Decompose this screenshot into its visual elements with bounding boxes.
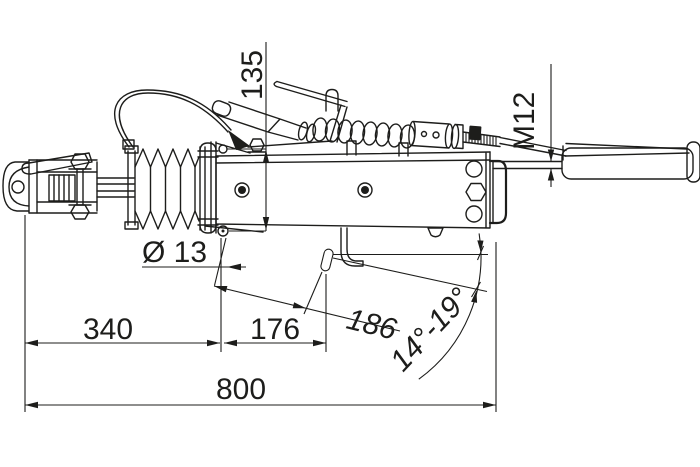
dim-hole-diameter-label: Ø 13 bbox=[142, 236, 207, 269]
dim-176: 176 bbox=[224, 274, 327, 352]
dim-186: 186 bbox=[213, 271, 401, 347]
dim-hole-diameter: Ø 13 bbox=[142, 236, 246, 352]
breakaway-cable bbox=[113, 89, 232, 148]
hand-lever-grip bbox=[492, 141, 700, 183]
dimension-annotations: 135 M12 Ø 13 340 176 bbox=[24, 42, 555, 412]
front-bracket bbox=[197, 138, 267, 234]
bellows bbox=[122, 139, 200, 230]
dim-135: 135 bbox=[227, 42, 270, 232]
dim-135-label: 135 bbox=[236, 50, 269, 100]
dim-340-label: 340 bbox=[83, 313, 133, 346]
dim-176-label: 176 bbox=[250, 313, 300, 346]
dim-800: 800 bbox=[25, 242, 497, 412]
housing bbox=[204, 140, 508, 272]
dim-m12-label: M12 bbox=[508, 92, 541, 150]
handbrake-lever bbox=[211, 80, 567, 157]
dim-800-label: 800 bbox=[216, 373, 266, 406]
coupling-assembly-art bbox=[2, 80, 700, 272]
dim-340: 340 bbox=[24, 215, 220, 412]
coupling-head bbox=[2, 152, 135, 220]
dim-m12: M12 bbox=[508, 64, 555, 187]
dim-186-label: 186 bbox=[343, 303, 400, 347]
